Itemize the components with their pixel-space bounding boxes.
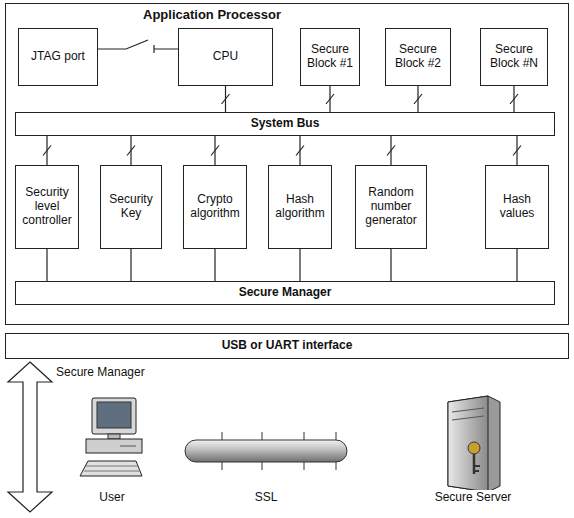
server-icon [448,396,500,492]
function-box: Hash values [485,165,549,249]
diagram-title: Application Processor [143,8,281,23]
box-label: Hash algorithm [272,193,328,221]
bus-connector [211,136,219,165]
computer-icon [80,398,142,476]
bus-connector [517,249,518,281]
box-label: Security Key [104,193,158,221]
function-box: Crypto algorithm [183,165,247,249]
box-label: Security level controller [19,186,75,227]
connector-line [46,249,47,281]
secure-block-box: Secure Block #N [480,28,548,86]
bus-connector [127,136,135,165]
box-label: JTAG port [31,50,85,64]
connector-line [390,249,391,281]
box-label: Crypto algorithm [187,193,243,221]
connector-line [214,249,215,281]
port-box: JTAG port [18,28,98,86]
bus-connector [131,249,132,281]
box-label: Secure Block #2 [389,43,447,71]
connector-line [98,40,178,49]
bus-connector [414,86,422,112]
box-label: Hash values [489,193,545,221]
box-label: Secure Manager [239,286,332,300]
double-arrow [8,362,52,512]
box-label: Secure Block #N [484,43,544,71]
bus-width-mark [222,94,230,104]
manager-band: Secure Manager [15,281,555,305]
bus-connector [510,86,518,112]
bus-width-mark [414,94,422,104]
cpu-box: CPU [178,28,273,86]
connector-line [299,249,300,281]
bus-width-mark [513,146,521,156]
bus-width-mark [153,45,154,53]
secure-block-box: Secure Block #1 [300,28,360,86]
connector-line [130,249,131,281]
bus-band: System Bus [15,112,555,136]
device-label: User [97,490,126,504]
server-label: Secure Server [433,490,514,504]
bus-width-mark [127,146,135,156]
bus-connector [98,40,178,53]
box-label: Random number generator [359,186,423,227]
bus-connector [391,249,392,281]
bus-width-mark [296,146,304,156]
function-box: Security Key [100,165,162,249]
processor-boundary: Application ProcessorJTAG port CPU Secure … [5,3,569,325]
bus-connector [513,136,521,165]
bus-width-mark [211,146,219,156]
bus-width-mark [510,94,518,104]
bus-width-mark [387,146,395,156]
bus-width-mark [326,94,334,104]
connector-line [516,249,517,281]
interface-band: USB or UART interface [5,333,569,359]
function-box: Security level controller [15,165,79,249]
bus-connector [300,249,301,281]
bus-connector [47,249,48,281]
bus-connector [43,136,51,165]
box-label: System Bus [251,117,320,131]
bus-connector [222,86,230,112]
box-label: Secure Block #1 [304,43,356,71]
ssl-pipe [185,432,347,470]
channel-label: SSL [253,490,280,504]
bus-connector [326,86,334,112]
bus-connector [215,249,216,281]
function-box: Hash algorithm [268,165,332,249]
bus-connector [387,136,395,165]
secure-block-box: Secure Block #2 [385,28,451,86]
box-label: CPU [213,50,238,64]
function-box: Random number generator [355,165,427,249]
link-label: Secure Manager [54,365,147,379]
box-label: USB or UART interface [222,339,353,353]
bus-width-mark [43,146,51,156]
bus-connector [296,136,304,165]
